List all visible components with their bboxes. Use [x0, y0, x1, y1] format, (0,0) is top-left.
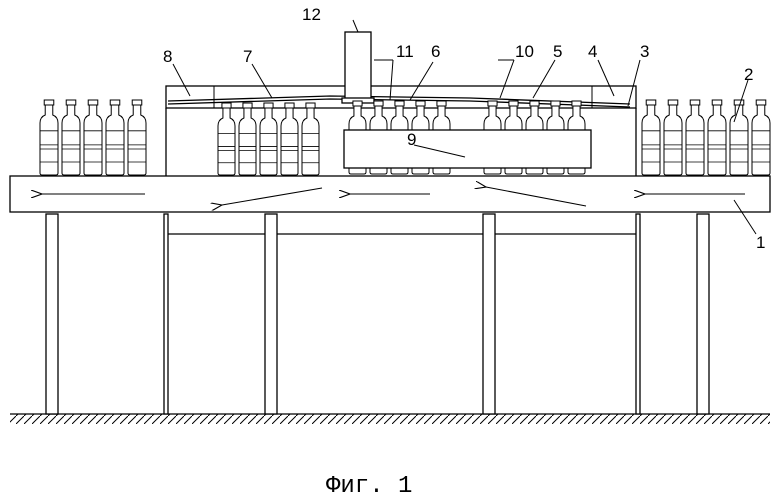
bottle — [40, 100, 58, 175]
bottle-group-right — [642, 100, 770, 175]
support-legs — [46, 214, 709, 414]
label-12: 12 — [302, 5, 321, 24]
label-10: 10 — [515, 42, 534, 61]
unit-12 — [345, 32, 371, 100]
bottle — [62, 100, 80, 175]
bottle — [730, 100, 748, 175]
bottle — [752, 100, 770, 175]
bottle — [128, 100, 146, 175]
bottle — [106, 100, 124, 175]
bottle — [84, 100, 102, 175]
bottle — [239, 103, 256, 175]
label-11: 11 — [396, 42, 414, 61]
bottle — [260, 103, 277, 175]
label-5: 5 — [553, 42, 562, 61]
label-8: 8 — [163, 47, 172, 66]
bottle-group-left — [40, 100, 146, 175]
label-9: 9 — [407, 130, 416, 149]
label-1: 1 — [756, 233, 765, 252]
unit-9 — [344, 130, 591, 168]
bottle — [642, 100, 660, 175]
bottle — [708, 100, 726, 175]
label-7: 7 — [243, 47, 252, 66]
label-4: 4 — [588, 42, 597, 61]
ground — [10, 414, 770, 424]
bottle — [218, 103, 235, 175]
label-3: 3 — [640, 42, 649, 61]
bottle — [302, 103, 319, 175]
bottle — [281, 103, 298, 175]
bottle — [686, 100, 704, 175]
label-2: 2 — [744, 65, 753, 84]
figure-caption: Фиг. 1 — [326, 473, 412, 498]
bottle — [664, 100, 682, 175]
label-6: 6 — [431, 42, 440, 61]
